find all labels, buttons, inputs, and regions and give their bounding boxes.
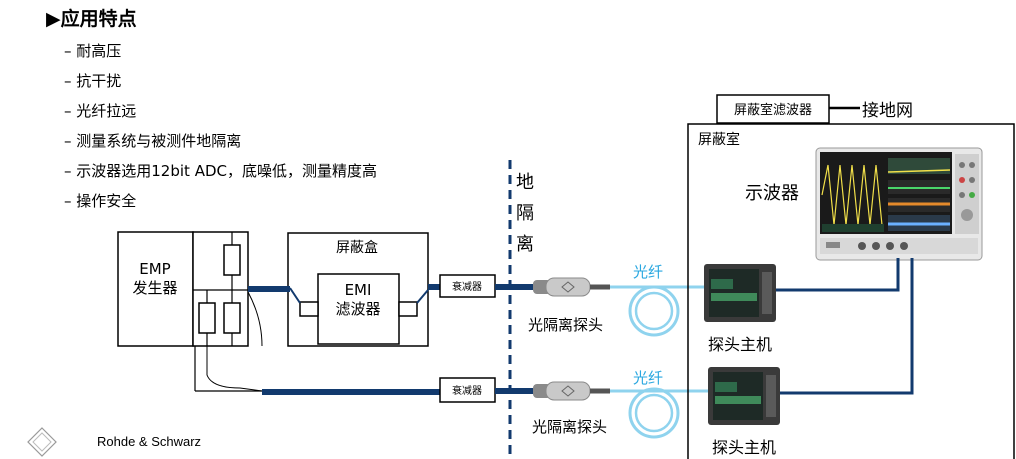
probe-host-1 — [704, 264, 776, 322]
shield-room — [687, 123, 1015, 459]
features-heading-text: 应用特点 — [60, 8, 137, 30]
isolation-label-2: 隔 — [516, 203, 534, 224]
emp-label: EMP — [139, 260, 170, 278]
probe-label-1: 光隔离探头 — [528, 316, 603, 334]
probe-host-label-1: 探头主机 — [708, 335, 772, 354]
optical-probe-1 — [533, 277, 610, 297]
isolation-label-1: 地 — [516, 172, 534, 193]
emp-label-2: 发生器 — [132, 279, 177, 297]
oscilloscope-device — [815, 147, 983, 261]
emi-label: EMI — [345, 281, 372, 299]
feature-item: – 操作安全 — [64, 192, 137, 210]
shield-room-label: 屏蔽室 — [698, 131, 740, 148]
fiber-coil-1 — [610, 285, 712, 337]
feature-item: – 抗干扰 — [64, 72, 122, 90]
play-marker-icon: ▶ — [46, 8, 61, 30]
host-cable-1 — [776, 258, 900, 292]
isolation-label-3: 离 — [516, 234, 534, 255]
attenuator-2 — [439, 377, 496, 403]
oscilloscope-label: 示波器 — [745, 183, 799, 204]
feature-item: – 示波器选用12bit ADC，底噪低，测量精度高 — [64, 162, 377, 180]
ground-net-label: 接地网 — [862, 101, 913, 121]
fiber-coil-2 — [610, 387, 712, 439]
rohde-schwarz-logo-icon — [27, 427, 57, 457]
footer-brand: Rohde & Schwarz — [97, 434, 202, 449]
resistor-1 — [223, 244, 241, 276]
attenuator-label: 衰减器 — [452, 384, 482, 397]
emp-generator-box — [117, 231, 194, 347]
host-cable-2 — [780, 258, 914, 395]
shield-box-label: 屏蔽盒 — [336, 239, 378, 256]
fiber-label-1: 光纤 — [633, 263, 663, 281]
probe-label-2: 光隔离探头 — [532, 418, 607, 436]
probe-host-label-2: 探头主机 — [712, 438, 776, 457]
probe-host-2 — [708, 367, 780, 425]
feature-item: – 耐高压 — [64, 42, 122, 60]
emi-label-2: 滤波器 — [335, 300, 380, 318]
shield-room-filter-box — [716, 94, 830, 124]
fiber-label-2: 光纤 — [633, 369, 663, 387]
feature-item: – 测量系统与被测件地隔离 — [64, 132, 242, 150]
optical-probe-2 — [533, 381, 610, 401]
attenuator-label: 衰减器 — [452, 280, 482, 293]
feature-item: – 光纤拉远 — [64, 102, 137, 120]
features-heading: ▶应用特点 — [46, 4, 137, 31]
resistor-3 — [223, 302, 241, 334]
resistor-2 — [198, 302, 216, 334]
shield-room-filter-label: 屏蔽室滤波器 — [734, 102, 812, 118]
